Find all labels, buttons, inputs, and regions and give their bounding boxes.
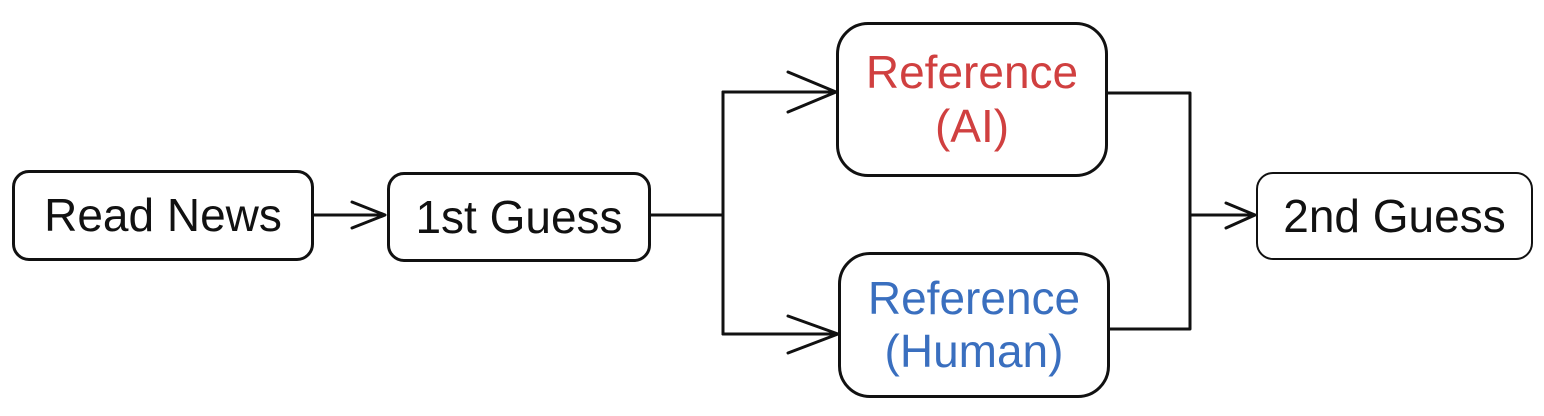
- read-news-label: Read News: [44, 189, 282, 242]
- edge-reference-ai-to-second-guess: [1106, 91, 1192, 217]
- edge-first-guess-to-reference-ai: [721, 70, 838, 114]
- reference-ai-node: Reference (AI): [836, 22, 1108, 177]
- reference-human-title: Reference: [867, 271, 1081, 324]
- arrow-head-icon: [1224, 201, 1257, 230]
- first-guess-node: 1st Guess: [387, 172, 651, 262]
- second-guess-label: 2nd Guess: [1283, 189, 1506, 242]
- edge-first-guess-branch: [649, 90, 725, 336]
- edge-first-guess-to-reference-human: [721, 314, 840, 355]
- reference-human-node: Reference (Human): [838, 252, 1110, 398]
- arrow-head-icon: [350, 200, 387, 230]
- edge-reference-human-to-second-guess: [1108, 201, 1257, 331]
- read-news-node: Read News: [12, 170, 314, 261]
- reference-ai-title: Reference: [865, 46, 1079, 99]
- first-guess-label: 1st Guess: [415, 190, 623, 243]
- edge-read-news-to-first-guess: [312, 200, 387, 230]
- connector-line: [1106, 91, 1192, 217]
- reference-ai-subtitle: (AI): [934, 99, 1010, 152]
- second-guess-node: 2nd Guess: [1256, 172, 1533, 260]
- reference-human-subtitle: (Human): [884, 325, 1064, 377]
- connector-line: [1108, 213, 1192, 331]
